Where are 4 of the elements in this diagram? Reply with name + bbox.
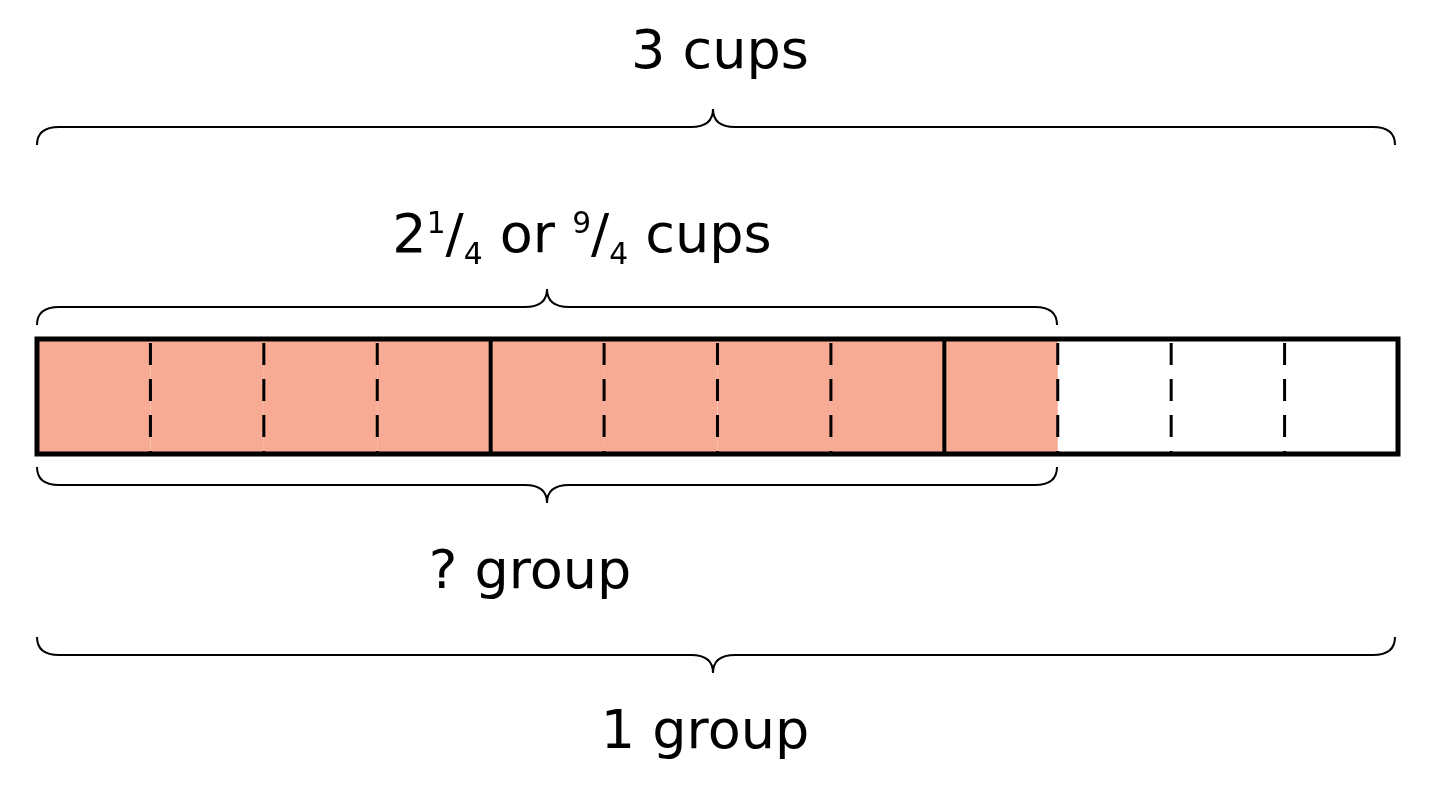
bracket-label: 3 cups xyxy=(631,20,809,80)
bracket-label: ? group xyxy=(428,540,632,600)
quantity-label: 2$^{1}$/$_{4}$ or $^{9}$/$_{4}$ cups xyxy=(392,203,772,271)
bracket-label: 1 group xyxy=(600,700,810,760)
